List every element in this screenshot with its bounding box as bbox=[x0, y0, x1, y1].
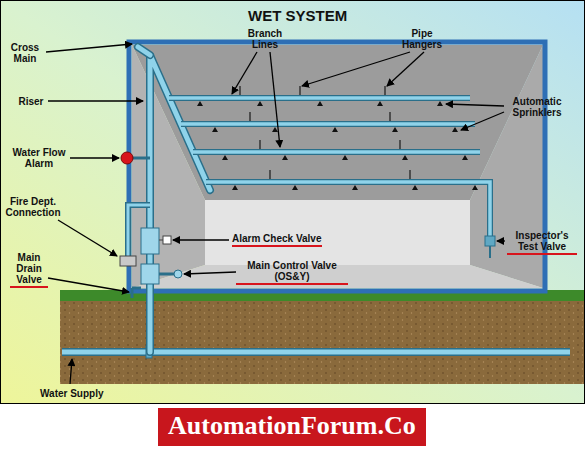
diagram-title: WET SYSTEM bbox=[248, 7, 347, 24]
pipe-hangers bbox=[384, 86, 386, 95]
callout-label: Riser bbox=[14, 96, 48, 107]
riser-valves bbox=[163, 236, 171, 244]
riser-valves bbox=[120, 152, 182, 298]
leader-arrows bbox=[70, 157, 119, 158]
building-room bbox=[129, 42, 545, 291]
automatic-sprinklers bbox=[212, 127, 458, 132]
riser-and-cross-main bbox=[138, 47, 150, 55]
riser-valves bbox=[121, 152, 133, 164]
callout-label: Water Supply bbox=[40, 388, 104, 399]
callout-label: Alarm Check Valve bbox=[232, 233, 322, 247]
brand-banner: AutomationForum.Co bbox=[158, 408, 426, 446]
callout-label: Main Drain Valve bbox=[10, 252, 48, 288]
callout-label: Fire Dept. Connection bbox=[2, 196, 64, 218]
pipe-hangers bbox=[269, 170, 271, 179]
riser-valves bbox=[141, 264, 159, 284]
leader-arrows bbox=[497, 240, 505, 241]
pipe-hangers bbox=[239, 86, 241, 95]
background bbox=[1, 1, 585, 404]
riser-and-cross-main bbox=[138, 47, 150, 55]
leader-arrows bbox=[46, 44, 505, 384]
riser-valves bbox=[132, 157, 150, 160]
automatic-sprinklers bbox=[197, 101, 443, 106]
leader-arrows bbox=[58, 220, 117, 256]
automatic-sprinklers bbox=[222, 155, 468, 160]
pipe-hangers bbox=[240, 86, 410, 179]
inspectors-test-valve bbox=[485, 236, 495, 246]
riser-valves bbox=[159, 240, 163, 241]
pipe-hangers bbox=[299, 86, 301, 95]
pipe-hangers bbox=[249, 112, 251, 121]
branch-lines bbox=[169, 98, 490, 245]
riser-valves bbox=[141, 228, 159, 254]
water-supply-pipe bbox=[62, 346, 570, 358]
ground bbox=[60, 290, 584, 384]
pipe-hangers bbox=[409, 170, 411, 179]
water-supply-pipe bbox=[62, 348, 570, 356]
riser-valves bbox=[159, 273, 176, 276]
leader-arrows bbox=[387, 52, 424, 86]
banner-text: AutomationForum.Co bbox=[168, 411, 416, 441]
leader-arrows bbox=[70, 359, 72, 384]
callout-label: Branch Lines bbox=[240, 28, 290, 50]
leader-arrows bbox=[184, 272, 236, 274]
building-room bbox=[129, 42, 545, 291]
pipe-hangers bbox=[259, 140, 261, 149]
inspectors-test-valve bbox=[485, 236, 495, 258]
leader-arrows bbox=[461, 112, 504, 130]
callout-label: Inspector's Test Valve bbox=[507, 230, 577, 255]
leader-arrows bbox=[446, 104, 504, 106]
callout-label: Water Flow Alarm bbox=[8, 147, 70, 169]
building-room bbox=[205, 200, 470, 265]
automatic-sprinklers bbox=[232, 185, 478, 190]
riser-valves bbox=[131, 288, 134, 298]
callout-label: Pipe Hangers bbox=[392, 28, 452, 50]
leader-arrows bbox=[46, 44, 132, 52]
branch-lines bbox=[169, 98, 490, 245]
leader-arrows bbox=[48, 278, 129, 292]
leader-arrows bbox=[173, 239, 229, 240]
riser-valves bbox=[174, 270, 182, 278]
water-supply-pipe bbox=[62, 350, 570, 355]
leader-arrows bbox=[232, 52, 257, 94]
automatic-sprinklers bbox=[197, 101, 478, 190]
leader-arrows bbox=[302, 52, 410, 86]
callout-label: Cross Main bbox=[4, 42, 46, 64]
background bbox=[1, 1, 585, 404]
pipe-hangers bbox=[389, 112, 391, 121]
callout-label: Automatic Sprinklers bbox=[503, 96, 571, 118]
inspectors-test-valve bbox=[489, 246, 491, 258]
leader-arrows bbox=[270, 52, 280, 147]
building-room bbox=[132, 45, 205, 288]
ground bbox=[60, 300, 584, 384]
riser-and-cross-main bbox=[138, 47, 210, 352]
branch-lines bbox=[169, 98, 490, 245]
callout-label: Main Control Valve (OS&Y) bbox=[236, 260, 348, 285]
riser-valves bbox=[120, 256, 136, 266]
pipe-hangers bbox=[399, 140, 401, 149]
leader-arrows bbox=[48, 100, 143, 101]
